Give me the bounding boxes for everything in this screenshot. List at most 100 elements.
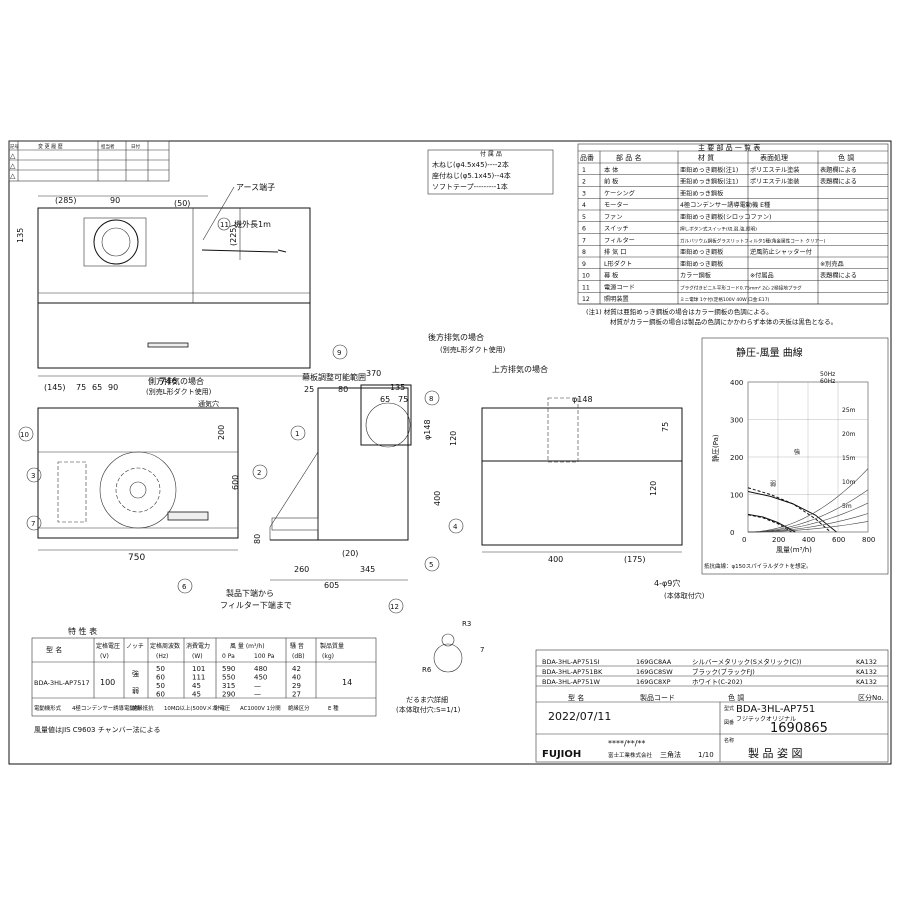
dim-label: 605 <box>324 581 339 590</box>
dim-label: 400 <box>548 555 563 564</box>
spec-unit: 100 Pa <box>254 653 275 660</box>
parts-cell: ポリエステル塗装 <box>750 178 800 186</box>
weak-label: 弱 <box>770 481 776 488</box>
spec-footer-cell: 耐電圧 <box>214 704 231 712</box>
duct-resistance-curve <box>747 468 869 533</box>
dim-label: φ148 <box>423 419 432 440</box>
keyhole-detail: R3 R6 7 だるま穴詳細 (本体取付穴:S=1/1) <box>396 620 484 714</box>
dim-label: φ148 <box>572 395 593 404</box>
spec-cell: 550 <box>222 674 235 682</box>
bottom-view: (145) 75 65 90 200 600 750 側方排気の場合 (別売L形… <box>18 376 240 594</box>
parts-cell: 押しボタン式スイッチ(切,弱,強,照明) <box>680 226 757 233</box>
dim-label: 750 <box>128 553 145 563</box>
spec-header: ノッチ <box>126 643 144 650</box>
dim-label: 7 <box>480 646 484 654</box>
spec-cell: 42 <box>292 665 301 673</box>
side-exhaust-label: 側方排気の場合 <box>148 376 204 386</box>
spec-header: 製品質量 <box>320 642 344 650</box>
parts-cell: 亜鉛めっき鋼板 <box>680 260 723 268</box>
spec-header: 風 量 (m³/h) <box>230 643 265 650</box>
dim-label: 120 <box>449 431 458 446</box>
dim-label: (50) <box>174 199 190 208</box>
parts-cell: 5 <box>582 214 586 221</box>
parts-cell: ※別売品 <box>820 260 844 268</box>
callout-10: 10 <box>20 431 29 439</box>
parts-cell: 11 <box>582 284 590 291</box>
parts-cell: L形ダクト <box>604 260 632 268</box>
title-model: BDA-3HL-AP751 <box>736 704 815 715</box>
side-exhaust-sub: (別売L形ダクト使用) <box>146 387 212 396</box>
parts-header: 材 質 <box>698 153 714 162</box>
parts-note: (注1) 材質は亜鉛めっき鋼板の場合はカラー鋼板の色調による。 <box>586 307 773 316</box>
callout-6: 6 <box>182 583 187 591</box>
spec-cell: 50 <box>156 665 165 673</box>
y-tick-label: 200 <box>730 454 743 462</box>
strong-label: 強 <box>794 448 800 456</box>
parts-title: 主 要 部 品 一 覧 表 <box>698 143 760 152</box>
dim-label: 80 <box>338 385 348 394</box>
model-cell: 169GC8XP <box>636 678 671 686</box>
spec-model: BDA-3HL-AP7517 <box>34 679 90 687</box>
spec-footer-cell: 電動機形式 <box>34 704 62 712</box>
y-tick-label: 300 <box>730 417 743 425</box>
chart-title: 静圧-風量 曲線 <box>736 346 803 359</box>
parts-header: 表面処理 <box>760 153 788 162</box>
dim-label: 75 <box>661 422 670 432</box>
cord-length-label: 機外長1m <box>234 219 271 229</box>
parts-cell: 12 <box>582 296 590 303</box>
parts-cell: プラグ付きビニル平形コード0.75mm² 2心 2極接地プラグ <box>680 284 802 291</box>
spec-cell: 60 <box>156 691 165 699</box>
parts-cell: ※付属品 <box>750 272 774 280</box>
model-cell: 169GC8AA <box>636 658 672 666</box>
spec-voltage: 100 <box>100 678 115 687</box>
parts-cell: 4 <box>582 202 586 209</box>
parts-note: 材質がカラー鋼板の場合は製品の色調にかかわらず本体の天板は黒色となる。 <box>610 317 837 326</box>
revision-col-history: 変 更 履 歴 <box>38 143 63 150</box>
callout-11 <box>217 217 231 231</box>
duct-label: 20m <box>842 431 856 438</box>
accessory-item: ソフトテープ---------1本 <box>432 182 508 191</box>
model-header: 色 調 <box>728 693 744 702</box>
spec-cell: 590 <box>222 665 235 673</box>
dim-label: 600 <box>231 475 240 490</box>
parts-cell: 表題欄による <box>820 272 857 280</box>
model-header: 型 名 <box>568 693 584 702</box>
model-header: 区分No. <box>858 693 884 702</box>
parts-cell: 亜鉛めっき鋼板(注1) <box>680 166 738 174</box>
svg-text:11: 11 <box>220 221 229 229</box>
accessories-box: 付 属 品 木ねじ(φ4.5x45)----2本 座付ねじ(φ5.1x45)--… <box>427 149 554 195</box>
x-tick-label: 200 <box>772 536 785 544</box>
spec-unit: (dB) <box>292 653 305 660</box>
label-type: 型式 <box>724 705 734 712</box>
revision-col-date: 日付 <box>131 143 140 150</box>
revision-mark: △ <box>10 172 16 180</box>
spec-cell: 315 <box>222 682 235 690</box>
parts-cell: 1 <box>582 167 586 174</box>
parts-header: 色 調 <box>838 153 854 162</box>
spec-header: 消費電力 <box>186 642 210 650</box>
callout-5: 5 <box>429 561 433 569</box>
parts-cell: 本 体 <box>604 166 619 174</box>
spec-footer-cell: 4極コンデンサー誘導電動機 <box>72 704 141 712</box>
dim-label: (20) <box>342 549 358 558</box>
spec-cell: — <box>254 691 261 699</box>
parts-cell: ガルバリウム鋼板グラスリットフィルタ1種(角金属性コート クリアー) <box>680 237 826 244</box>
holes-label: 4-φ9穴 <box>654 578 680 588</box>
chart-note: 抵抗曲線：φ150スパイラルダクトを想定。 <box>704 562 812 570</box>
y-axis-label: 静圧(Pa) <box>711 434 720 462</box>
top-exhaust-label: 上方排気の場合 <box>492 364 548 374</box>
spec-weight: 14 <box>342 678 352 687</box>
spec-footer-cell: E 種 <box>328 704 339 712</box>
dim-label: R3 <box>462 620 471 628</box>
dim-label: (145) <box>44 383 66 392</box>
parts-header: 部 品 名 <box>616 153 641 162</box>
dim-label: (175) <box>624 555 646 564</box>
callout-9: 9 <box>337 349 341 357</box>
revision-col-person: 担当者 <box>101 143 115 150</box>
spec-cell: 40 <box>292 674 301 682</box>
spec-unit: (V) <box>100 653 109 660</box>
dim-label: 25 <box>304 385 314 394</box>
spec-header: 型 名 <box>46 645 62 654</box>
model-cell: ブラック(ブラックFJ) <box>692 667 755 676</box>
